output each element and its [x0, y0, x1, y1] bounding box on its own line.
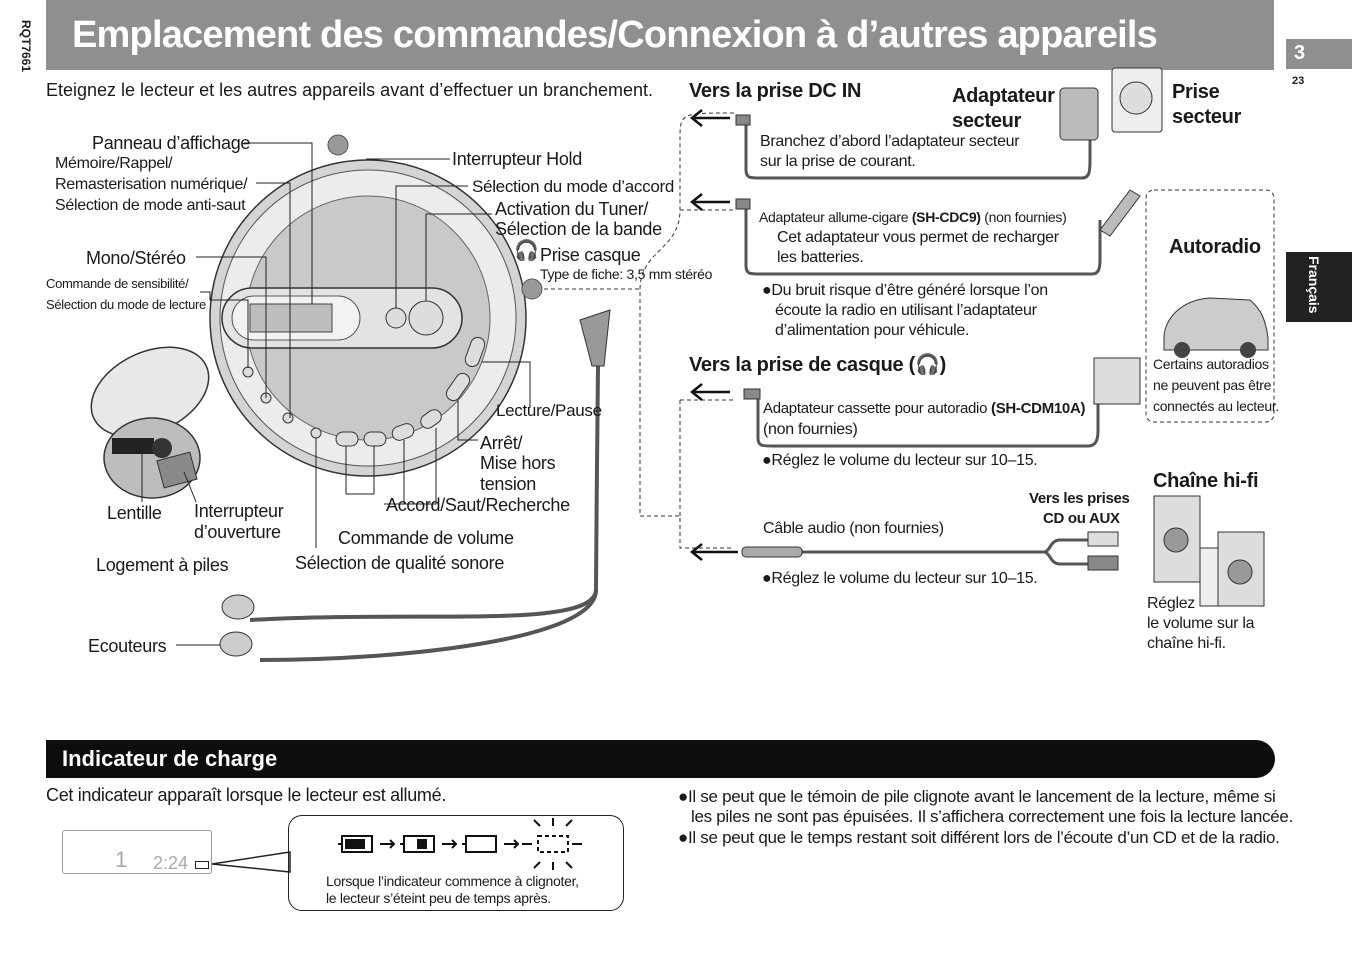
- autoradio-note-1: Certains autoradios: [1153, 356, 1269, 372]
- label-memoire-1: Mémoire/Rappel/: [55, 155, 173, 172]
- label-qualite: Sélection de qualité sonore: [295, 553, 505, 573]
- label-ouverture-1: Interrupteur: [194, 501, 284, 521]
- label-accord-mode: Sélection du mode d’accord: [472, 177, 674, 196]
- lcd-time: 2:24: [153, 853, 189, 873]
- label-lecture: Lecture/Pause: [496, 401, 602, 420]
- title-bar: Emplacement des commandes/Connexion à d’…: [46, 0, 1274, 70]
- open-player-illustration: [90, 346, 210, 499]
- recharge-text-1: Cet adaptateur vous permet de recharger: [777, 229, 1059, 246]
- label-casque: Prise casque: [540, 245, 641, 265]
- adaptateur-label-2: secteur: [952, 110, 1022, 132]
- hifi-heading: Chaîne hi-fi: [1153, 470, 1259, 492]
- prise-label-1: Prise: [1172, 81, 1220, 103]
- recharge-text-2: les batteries.: [777, 249, 864, 266]
- cassette-text-2: (non fournies): [763, 421, 858, 438]
- label-lentille: Lentille: [107, 503, 162, 523]
- label-arret-3: tension: [480, 474, 536, 494]
- bubble-text-2: le lecteur s’éteint peu de temps après.: [326, 890, 551, 906]
- prise-label-2: secteur: [1172, 106, 1242, 128]
- adaptateur-label-1: Adaptateur: [952, 85, 1055, 107]
- lcd-display: 1 2:24: [62, 830, 212, 874]
- cassette-text: Adaptateur cassette pour autoradio (SH-C…: [763, 400, 1086, 417]
- bruit-text-1: ●Du bruit risque d’être généré lorsque l…: [762, 282, 1048, 299]
- battery-sequence: [338, 818, 582, 870]
- bruit-text-3: d’alimentation pour véhicule.: [775, 322, 970, 339]
- prises-label-2: CD ou AUX: [1043, 510, 1120, 527]
- autoradio-note-2: ne peuvent pas être: [1153, 377, 1272, 393]
- hifi-note-2: le volume sur la: [1147, 615, 1255, 632]
- label-fiche: Type de fiche: 3,5 mm stéréo: [540, 266, 713, 282]
- label-commande-2: Sélection du mode de lecture: [46, 297, 206, 312]
- label-mono: Mono/Stéréo: [86, 248, 186, 268]
- bubble-text-1: Lorsque l’indicateur commence à clignote…: [326, 873, 579, 889]
- label-hold: Interrupteur Hold: [452, 149, 582, 169]
- language-tab: Français: [1286, 252, 1352, 322]
- hifi-illustration: [1153, 495, 1265, 607]
- label-piles: Logement à piles: [96, 555, 229, 575]
- lcd-bubble: [288, 815, 624, 911]
- charge-intro: Cet indicateur apparaît lorsque le lecte…: [46, 785, 447, 805]
- doc-code: RQT7661: [18, 20, 33, 73]
- autoradio-heading: Autoradio: [1169, 236, 1261, 258]
- battery-icon: [195, 861, 209, 869]
- cigare-text: Adaptateur allume-cigare (SH-CDC9) (non …: [759, 209, 1067, 225]
- page-title: Emplacement des commandes/Connexion à d’…: [72, 14, 1158, 56]
- hifi-note-3: chaîne hi-fi.: [1147, 635, 1226, 652]
- hifi-note-1: Réglez: [1147, 595, 1196, 612]
- charge-bullet-1a: ●Il se peut que le témoin de pile cligno…: [678, 787, 1276, 806]
- label-memoire-2: Remasterisation numérique/: [55, 176, 248, 193]
- lcd-track: 1: [115, 847, 128, 872]
- headphone-heading-icon: 🎧: [914, 354, 940, 376]
- volume-note-2: ●Réglez le volume du lecteur sur 10–15.: [762, 570, 1038, 587]
- car-illustration: [1163, 297, 1269, 358]
- label-commande-1: Commande de sensibilité/: [46, 276, 189, 291]
- label-panneau: Panneau d’affichage: [92, 133, 251, 153]
- label-ouverture-2: d’ouverture: [194, 522, 281, 542]
- headphone-icon: 🎧: [514, 240, 539, 262]
- dc-in-heading: Vers la prise DC IN: [689, 80, 862, 102]
- bruit-text-2: écoute la radio en utilisant l’adaptateu…: [775, 302, 1037, 319]
- prises-label-1: Vers les prises: [1029, 490, 1130, 507]
- branch-text-1: Branchez d’abord l’adaptateur secteur: [760, 133, 1020, 150]
- label-arret-2: Mise hors: [480, 453, 556, 473]
- charge-section-bar: Indicateur de charge: [46, 740, 1275, 778]
- label-tuner-1: Activation du Tuner/: [495, 199, 649, 219]
- label-memoire-3: Sélection de mode anti-saut: [55, 197, 246, 214]
- charge-bullet-1b: les piles ne sont pas épuisées. Il s’aff…: [691, 807, 1293, 826]
- label-accord: Accord/Saut/Recherche: [386, 495, 570, 515]
- page-sub-number: 23: [1292, 75, 1305, 87]
- label-ecouteurs: Ecouteurs: [88, 636, 167, 656]
- language-label: Français: [1306, 256, 1322, 314]
- label-tuner-2: Sélection de la bande: [495, 219, 662, 239]
- page-number-box: 3: [1286, 39, 1352, 69]
- cd-player-illustration: [209, 159, 527, 477]
- intro-text: Eteignez le lecteur et les autres appare…: [46, 80, 654, 100]
- label-volume: Commande de volume: [338, 528, 514, 548]
- charge-bullet-2: ●Il se peut que le temps restant soit di…: [678, 828, 1280, 847]
- branch-text-2: sur la prise de courant.: [760, 153, 916, 170]
- autoradio-note-3: connectés au lecteur.: [1153, 398, 1280, 414]
- cable-text: Câble audio (non fournies): [763, 520, 944, 537]
- volume-note-1: ●Réglez le volume du lecteur sur 10–15.: [762, 452, 1038, 469]
- label-arret-1: Arrêt/: [480, 433, 523, 453]
- headphone-heading: Vers la prise de casque (🎧): [689, 354, 946, 376]
- page-number: 3: [1294, 42, 1306, 64]
- charge-heading: Indicateur de charge: [62, 746, 278, 771]
